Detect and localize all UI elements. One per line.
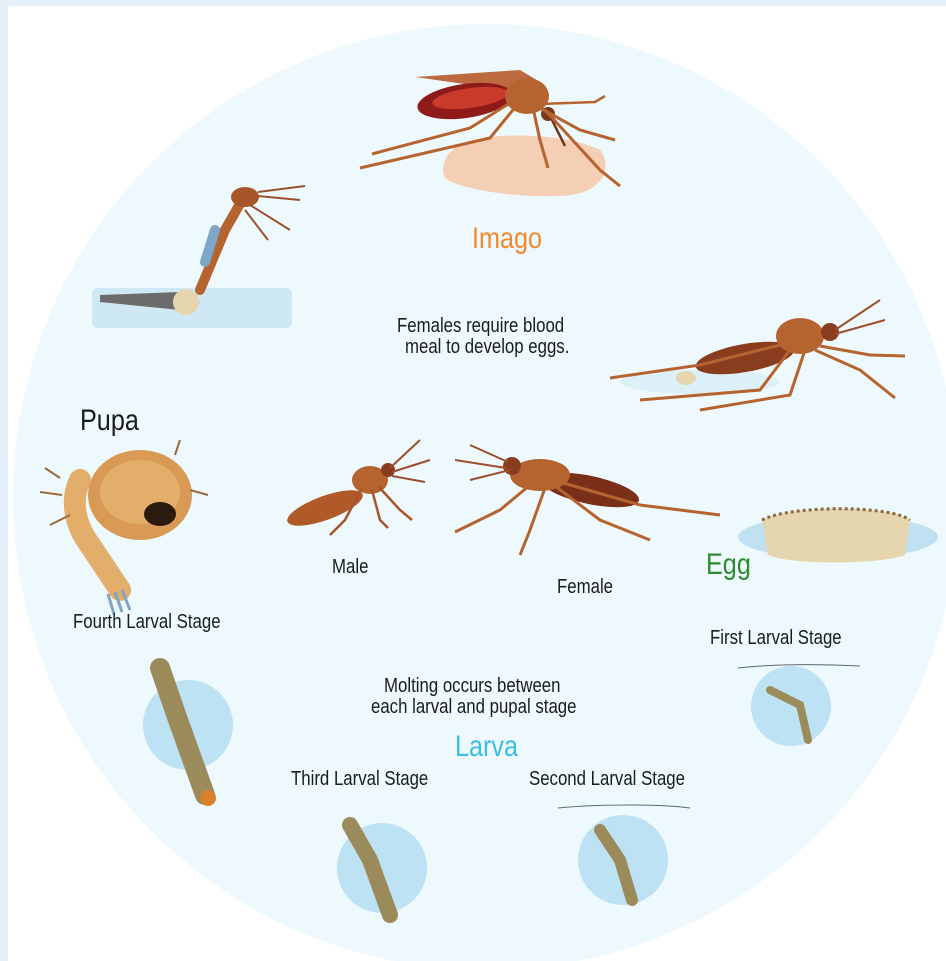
fourth-larval-stage-label: Fourth Larval Stage: [73, 611, 221, 634]
egg-label: Egg: [706, 548, 751, 582]
third-larval-stage-icon: [337, 823, 427, 915]
third-larval-stage-label: Third Larval Stage: [291, 768, 428, 791]
male-mosquito-icon: [283, 440, 430, 535]
second-larval-stage-label: Second Larval Stage: [529, 768, 685, 791]
molting-note-line2: each larval and pupal stage: [371, 697, 576, 718]
egg-raft-icon: [738, 509, 938, 563]
imago-label: Imago: [472, 222, 542, 256]
pupa-icon: [40, 440, 208, 614]
blood-meal-note-line1: Females require blood: [397, 316, 564, 337]
larva-label: Larva: [455, 730, 518, 764]
fourth-larval-stage-icon: [143, 668, 233, 806]
first-larval-stage-label: First Larval Stage: [710, 627, 842, 650]
pupa-label: Pupa: [80, 404, 139, 438]
first-larval-stage-icon: [738, 665, 860, 746]
emerging-adult-icon: [92, 186, 305, 328]
egg-laying-mosquito-icon: [610, 300, 905, 410]
molting-note-line1: Molting occurs between: [384, 676, 560, 697]
female-label: Female: [557, 576, 613, 599]
second-larval-stage-icon: [558, 805, 690, 905]
male-label: Male: [332, 556, 368, 579]
blood-meal-note-line2: meal to develop eggs.: [405, 337, 569, 358]
blood-feeding-mosquito-icon: [360, 70, 620, 196]
female-mosquito-icon: [455, 445, 720, 555]
